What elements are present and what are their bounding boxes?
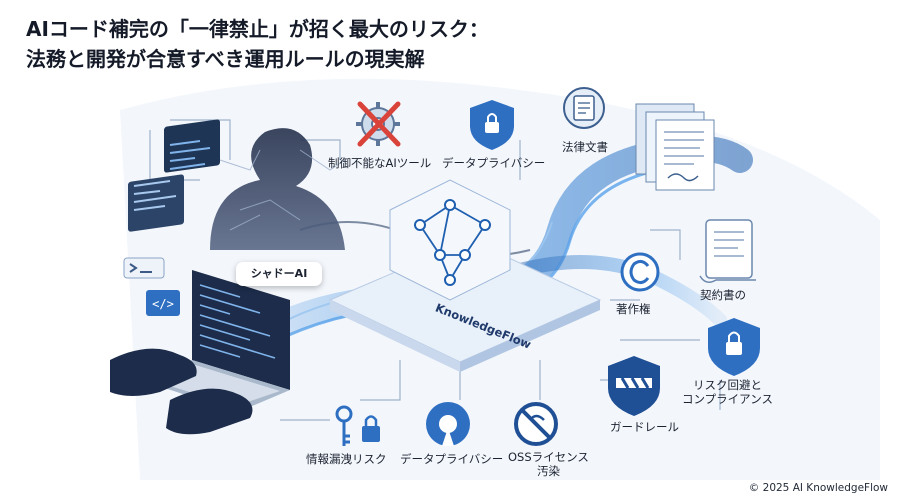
label-oss-license-line-2: 汚染 xyxy=(536,464,560,478)
guardrail-shield-icon xyxy=(608,356,660,416)
key-lock-icon xyxy=(335,405,380,446)
shadow-person xyxy=(210,128,346,250)
shield-lock-icon xyxy=(470,100,514,150)
title-line-1: AIコード補完の「一律禁止」が招く最大のリスク： xyxy=(26,17,489,41)
typing-hands xyxy=(110,348,253,435)
label-info-leak-risk: 情報漏洩リスク xyxy=(306,452,387,466)
open-source-icon xyxy=(426,402,470,446)
label-risk-avoidance: リスク回避と コンプライアンス xyxy=(682,378,773,406)
documents-stack xyxy=(635,103,715,191)
label-risk-avoidance-line-1: リスク回避と xyxy=(692,378,762,392)
label-contracts: 契約書の xyxy=(700,288,746,302)
label-copyright: 著作権 xyxy=(616,302,651,316)
gear-crossed-icon xyxy=(356,101,401,147)
label-legal-documents: 法律文書 xyxy=(562,140,608,154)
label-oss-license-line-1: OSSライセンス xyxy=(508,450,589,464)
copyright-icon xyxy=(620,252,660,292)
contract-scroll-icon xyxy=(699,219,756,283)
label-uncontrolled-ai-tools: 制御不能なAIツール xyxy=(328,156,432,170)
label-data-privacy-bottom: データプライバシー xyxy=(400,452,504,466)
risk-shield-icon xyxy=(708,318,760,376)
code-screen-left xyxy=(128,174,184,232)
code-tag-icon: </> xyxy=(146,290,180,316)
page-title: AIコード補完の「一律禁止」が招く最大のリスク： 法務と開発が合意すべき運用ルー… xyxy=(26,14,726,74)
shadow-ai-badge: シャドーAI xyxy=(236,262,322,286)
code-screen-top xyxy=(164,119,220,173)
svg-text:</>: </> xyxy=(152,297,174,311)
network-cube xyxy=(389,179,511,301)
terminal-icon xyxy=(123,257,165,279)
title-line-2: 法務と開発が合意すべき運用ルールの現実解 xyxy=(26,47,425,71)
oss-prohibited-icon xyxy=(514,402,558,446)
label-guardrail: ガードレール xyxy=(610,420,679,434)
legal-document-icon xyxy=(563,87,605,129)
label-data-privacy-top: データプライバシー xyxy=(442,156,546,170)
footer-copyright: © 2025 AI KnowledgeFlow xyxy=(748,482,888,494)
label-oss-license: OSSライセンス 汚染 xyxy=(508,450,589,478)
label-risk-avoidance-line-2: コンプライアンス xyxy=(682,392,773,406)
